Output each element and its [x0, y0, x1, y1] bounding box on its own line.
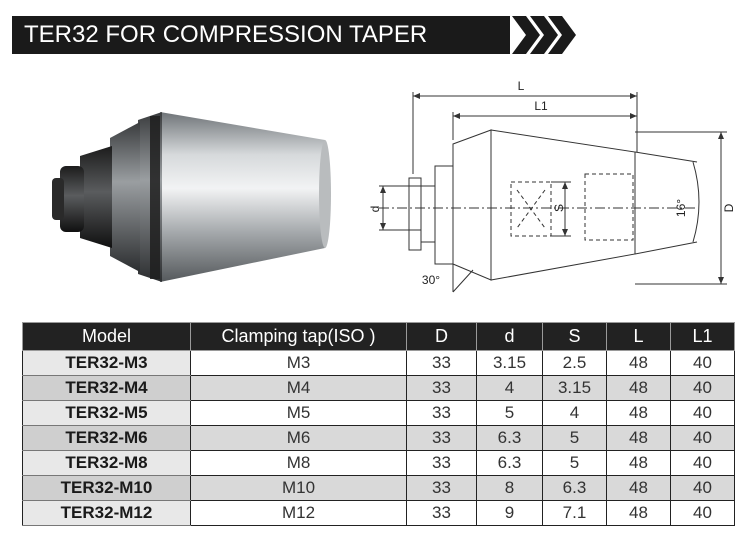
cell-d: 6.3	[476, 450, 543, 476]
cell-L1: 40	[670, 500, 735, 526]
table-row: TER32-M6 M6 33 6.3 5 48 40	[22, 425, 735, 451]
col-header-S: S	[542, 322, 607, 351]
col-header-clamping-tap: Clamping tap(ISO )	[190, 322, 407, 351]
cell-D: 33	[406, 425, 477, 451]
cell-L: 48	[606, 475, 671, 501]
table-row: TER32-M12 M12 33 9 7.1 48 40	[22, 500, 735, 526]
cell-S: 3.15	[542, 375, 607, 401]
cell-L: 48	[606, 425, 671, 451]
cell-D: 33	[406, 500, 477, 526]
cell-d: 3.15	[476, 350, 543, 376]
cell-L1: 40	[670, 350, 735, 376]
col-header-d: d	[476, 322, 543, 351]
cell-L1: 40	[670, 425, 735, 451]
cell-S: 4	[542, 400, 607, 426]
cell-tap: M10	[190, 475, 407, 501]
col-header-model: Model	[22, 322, 191, 351]
cell-L1: 40	[670, 400, 735, 426]
product-photo	[52, 112, 331, 282]
cell-model: TER32-M4	[22, 375, 191, 401]
cell-S: 7.1	[542, 500, 607, 526]
cell-model: TER32-M8	[22, 450, 191, 476]
cell-D: 33	[406, 350, 477, 376]
cell-d: 4	[476, 375, 543, 401]
table-header-row: Model Clamping tap(ISO ) D d S L L1	[22, 322, 735, 351]
col-header-L1: L1	[670, 322, 735, 351]
col-header-L: L	[606, 322, 671, 351]
dim-label-S: S	[552, 204, 566, 212]
cell-tap: M12	[190, 500, 407, 526]
table-row: TER32-M5 M5 33 5 4 48 40	[22, 400, 735, 426]
page-title: TER32 FOR COMPRESSION TAPER HOLDER	[12, 16, 510, 86]
table-row: TER32-M8 M8 33 6.3 5 48 40	[22, 450, 735, 476]
cell-S: 2.5	[542, 350, 607, 376]
cell-L1: 40	[670, 450, 735, 476]
cell-D: 33	[406, 450, 477, 476]
dim-label-L: L	[518, 79, 525, 93]
cell-L1: 40	[670, 375, 735, 401]
dim-label-D: D	[722, 203, 735, 212]
angle-label-taper: 16°	[674, 199, 688, 217]
cell-L: 48	[606, 350, 671, 376]
cell-tap: M8	[190, 450, 407, 476]
table-row: TER32-M3 M3 33 3.15 2.5 48 40	[22, 350, 735, 376]
dim-label-d: d	[368, 206, 382, 213]
cell-model: TER32-M3	[22, 350, 191, 376]
cell-d: 5	[476, 400, 543, 426]
cell-S: 5	[542, 425, 607, 451]
chevron-arrows-icon	[512, 16, 576, 54]
cell-L: 48	[606, 400, 671, 426]
cell-d: 8	[476, 475, 543, 501]
cell-d: 6.3	[476, 425, 543, 451]
technical-drawing: L L1 d S D 16° 30°	[368, 79, 735, 293]
cell-tap: M5	[190, 400, 407, 426]
cell-model: TER32-M6	[22, 425, 191, 451]
cell-L: 48	[606, 500, 671, 526]
col-header-D: D	[406, 322, 477, 351]
cell-D: 33	[406, 475, 477, 501]
table-row: TER32-M10 M10 33 8 6.3 48 40	[22, 475, 735, 501]
cell-d: 9	[476, 500, 543, 526]
cell-tap: M4	[190, 375, 407, 401]
cell-model: TER32-M5	[22, 400, 191, 426]
cell-D: 33	[406, 375, 477, 401]
table-row: TER32-M4 M4 33 4 3.15 48 40	[22, 375, 735, 401]
cell-tap: M3	[190, 350, 407, 376]
angle-label-chamfer: 30°	[422, 273, 440, 287]
spec-table: Model Clamping tap(ISO ) D d S L L1 TER3…	[22, 322, 735, 526]
cell-L: 48	[606, 375, 671, 401]
cell-tap: M6	[190, 425, 407, 451]
cell-S: 5	[542, 450, 607, 476]
cell-S: 6.3	[542, 475, 607, 501]
cell-model: TER32-M12	[22, 500, 191, 526]
dim-label-L1: L1	[534, 99, 548, 113]
cell-L: 48	[606, 450, 671, 476]
cell-D: 33	[406, 400, 477, 426]
cell-model: TER32-M10	[22, 475, 191, 501]
cell-L1: 40	[670, 475, 735, 501]
